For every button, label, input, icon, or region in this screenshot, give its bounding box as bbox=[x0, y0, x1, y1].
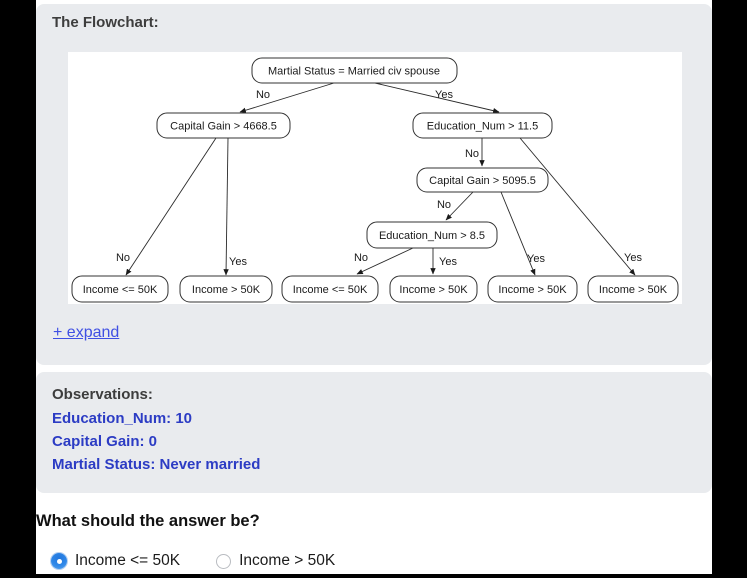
edge-en8-no bbox=[356, 247, 414, 275]
edge-root-yes bbox=[374, 82, 500, 114]
radio-selected-icon[interactable] bbox=[51, 553, 67, 569]
tree-node-label: Education_Num > 11.5 bbox=[427, 121, 538, 133]
edge-cg5095-yes bbox=[500, 191, 536, 276]
option-label[interactable]: Income > 50K bbox=[239, 552, 336, 569]
edge-label: Yes bbox=[435, 89, 453, 101]
question-prompt: What should the answer be? bbox=[36, 512, 260, 530]
tree-node-capital-gain-4668: Capital Gain > 4668.5 bbox=[156, 112, 291, 139]
tree-node-label: Income > 50K bbox=[399, 284, 468, 296]
tree-node-label: Capital Gain > 4668.5 bbox=[170, 121, 277, 133]
tree-node-education-num-8: Education_Num > 8.5 bbox=[366, 221, 498, 249]
edge-label: No bbox=[256, 89, 270, 101]
tree-node-label: Income > 50K bbox=[599, 284, 668, 296]
edge-label: Yes bbox=[527, 253, 545, 265]
option-income-lte-50k[interactable]: Income <= 50K bbox=[51, 552, 180, 570]
observations-title: Observations: bbox=[52, 386, 153, 403]
answer-options: Income <= 50K Income > 50K bbox=[51, 552, 335, 570]
edge-label: Yes bbox=[624, 252, 642, 264]
edge-en11-yes bbox=[519, 137, 636, 276]
observations-section: Observations: Education_Num: 10 Capital … bbox=[36, 372, 712, 493]
edge-label: No bbox=[465, 148, 479, 160]
edge-label: No bbox=[116, 252, 130, 264]
tree-leaf-income-gt-50k: Income > 50K bbox=[389, 275, 478, 303]
flowchart-section: The Flowchart: N bbox=[36, 4, 712, 365]
flowchart-panel: No Yes No Yes No Yes No Yes No Yes Marti… bbox=[68, 52, 682, 304]
radio-unselected-icon[interactable] bbox=[216, 553, 232, 569]
edge-cg4668-no bbox=[125, 137, 217, 276]
tree-leaf-income-gt-50k: Income > 50K bbox=[179, 275, 273, 303]
edge-label: Yes bbox=[229, 256, 247, 268]
tree-node-capital-gain-5095: Capital Gain > 5095.5 bbox=[416, 167, 549, 193]
expand-link[interactable]: + expand bbox=[53, 324, 120, 341]
tree-leaf-income-gt-50k: Income > 50K bbox=[487, 275, 578, 303]
tree-node-education-num-11: Education_Num > 11.5 bbox=[412, 112, 553, 139]
edge-label: No bbox=[354, 252, 368, 264]
tree-leaf-income-lte-50k: Income <= 50K bbox=[281, 275, 379, 303]
observation-capital-gain: Capital Gain: 0 bbox=[52, 433, 158, 450]
tree-node-label: Capital Gain > 5095.5 bbox=[429, 175, 536, 187]
option-income-gt-50k[interactable]: Income > 50K bbox=[216, 552, 335, 570]
content-page: The Flowchart: N bbox=[36, 0, 712, 574]
tree-leaf-income-gt-50k: Income > 50K bbox=[587, 275, 679, 303]
edge-root-no bbox=[239, 82, 335, 113]
flowchart-section-title: The Flowchart: bbox=[52, 14, 159, 31]
tree-node-label: Education_Num > 8.5 bbox=[379, 230, 485, 242]
decision-tree-diagram: No Yes No Yes No Yes No Yes No Yes Marti… bbox=[71, 57, 679, 303]
tree-node-label: Income > 50K bbox=[192, 284, 261, 296]
tree-node-label: Income <= 50K bbox=[293, 284, 368, 296]
edge-cg5095-no bbox=[445, 191, 474, 221]
edge-label: No bbox=[437, 199, 451, 211]
tree-node-label: Income > 50K bbox=[498, 284, 567, 296]
tree-node-label: Martial Status = Married civ spouse bbox=[268, 66, 440, 78]
observation-martial-status: Martial Status: Never married bbox=[52, 456, 261, 473]
edge-cg4668-yes bbox=[223, 137, 229, 276]
observation-education-num: Education_Num: 10 bbox=[52, 410, 193, 427]
tree-leaf-income-lte-50k: Income <= 50K bbox=[71, 275, 169, 303]
edge-label: Yes bbox=[439, 256, 457, 268]
tree-node-label: Income <= 50K bbox=[83, 284, 158, 296]
tree-node-root: Martial Status = Married civ spouse bbox=[251, 57, 458, 84]
option-label[interactable]: Income <= 50K bbox=[75, 552, 181, 569]
